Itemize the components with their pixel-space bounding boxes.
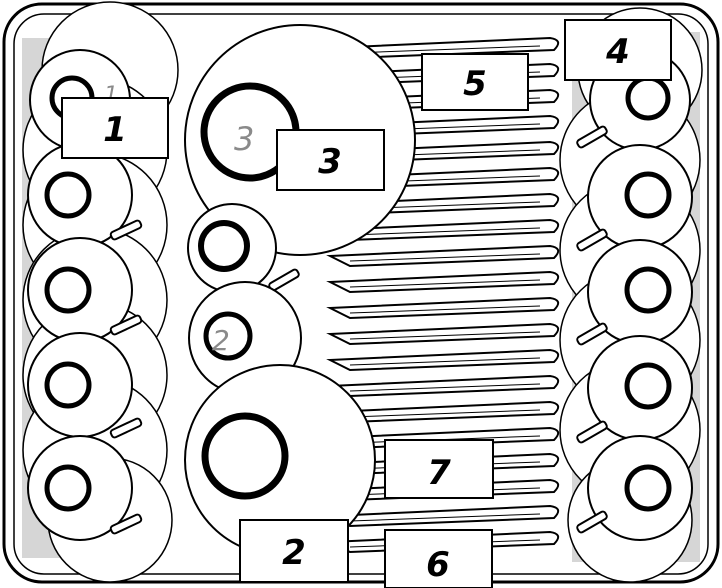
- left-roller-hub: [47, 364, 89, 406]
- right-roller-hub: [627, 365, 669, 407]
- left-roller-hub: [47, 467, 89, 509]
- callout-5: 5: [422, 54, 528, 110]
- callout-5-label: 5: [463, 64, 487, 104]
- callout-1: 1: [62, 98, 168, 158]
- callout-2-label: 2: [282, 533, 306, 573]
- callout-4: 4: [565, 20, 671, 80]
- callout-7: 7: [385, 440, 493, 498]
- right-roller-hub: [627, 174, 669, 216]
- right-roller-hub: [627, 467, 669, 509]
- ghost-label-3: 3: [234, 120, 254, 158]
- callout-3-label: 3: [318, 142, 342, 182]
- right-roller-hub: [627, 269, 669, 311]
- right-roller-hub: [628, 78, 668, 118]
- callout-1-label: 1: [103, 110, 127, 150]
- left-roller-column: 1: [23, 2, 178, 582]
- callout-6: 6: [385, 530, 492, 588]
- callout-2: 2: [240, 520, 348, 582]
- callout-7-label: 7: [427, 453, 451, 493]
- callout-3: 3: [277, 130, 384, 190]
- callout-4-label: 4: [605, 32, 630, 72]
- left-roller-hub: [47, 174, 89, 216]
- left-roller-hub: [47, 269, 89, 311]
- ghost-label-2: 2: [212, 324, 230, 357]
- callout-6-label: 6: [426, 545, 450, 585]
